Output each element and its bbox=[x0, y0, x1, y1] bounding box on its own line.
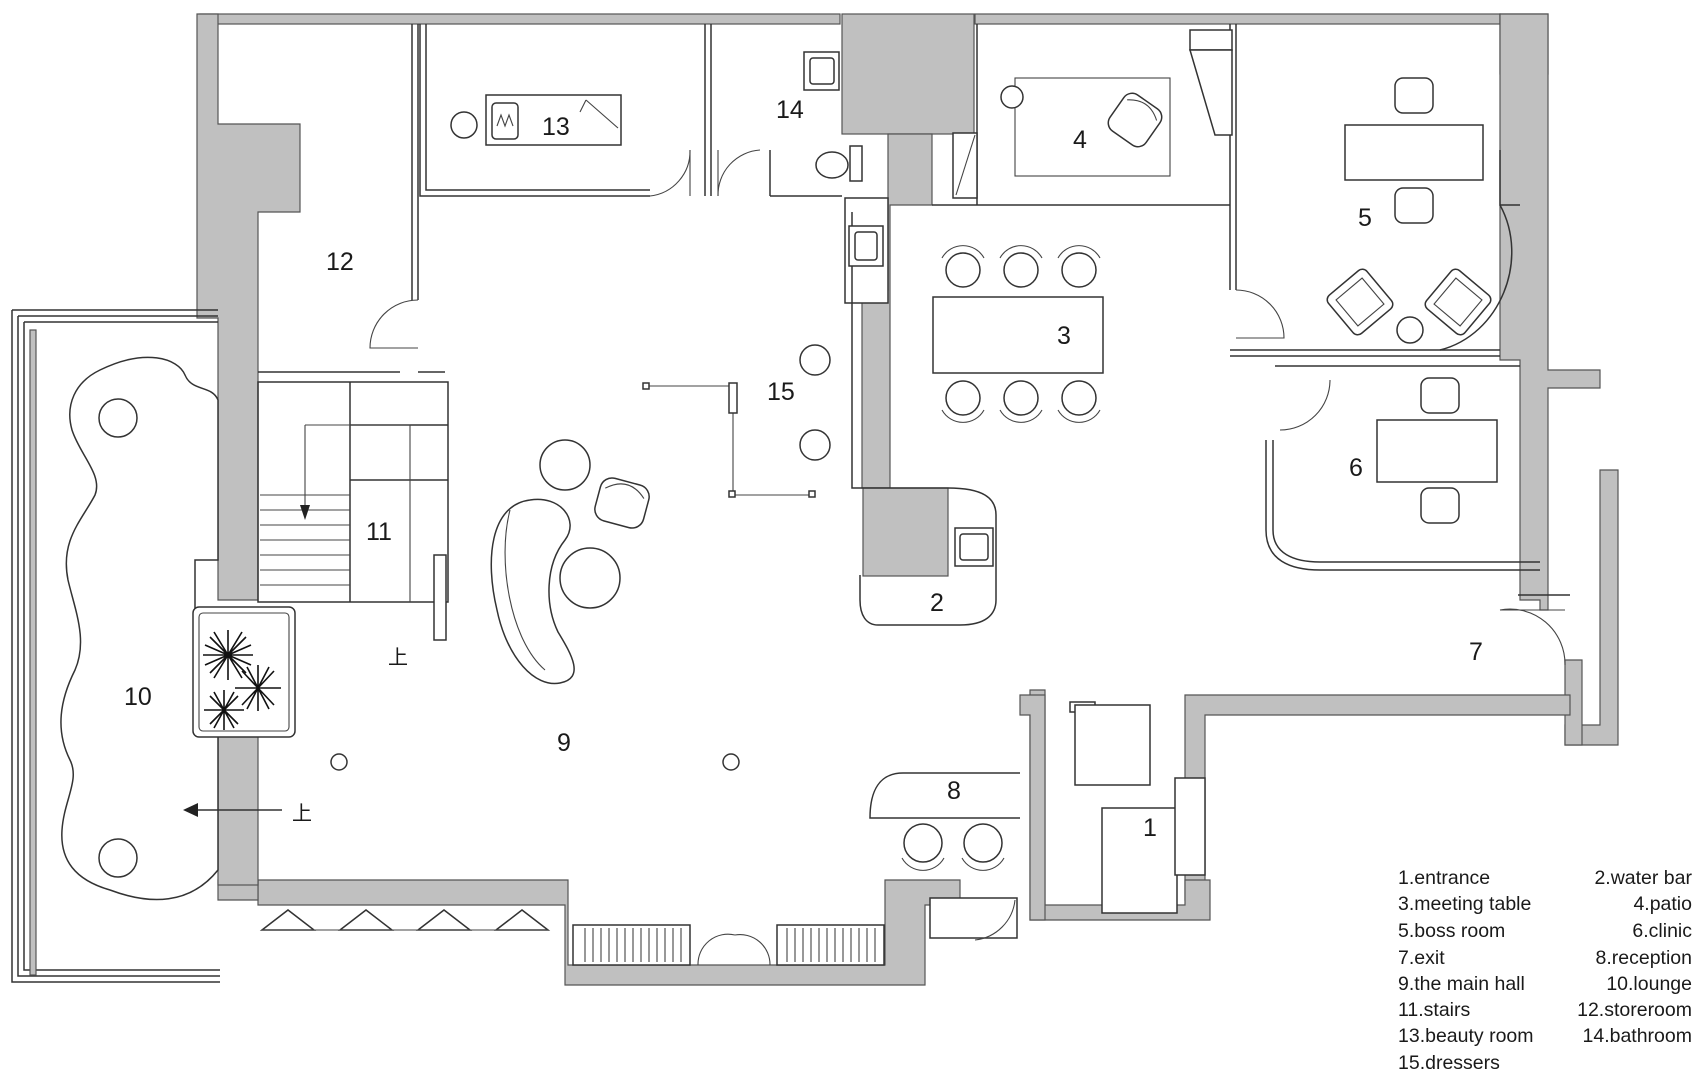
legend-item-4: 4.patio bbox=[1633, 893, 1692, 915]
room-number-15: 15 bbox=[767, 378, 795, 406]
room-number-7: 7 bbox=[1469, 638, 1483, 666]
room-number-13: 13 bbox=[542, 113, 570, 141]
furniture bbox=[60, 29, 1498, 966]
room-number-4: 4 bbox=[1073, 126, 1087, 154]
walls bbox=[11, 13, 1619, 986]
room-number-3: 3 bbox=[1057, 322, 1071, 350]
room-number-6: 6 bbox=[1349, 454, 1363, 482]
room-number-2: 2 bbox=[930, 589, 944, 617]
meeting-chairs-top bbox=[941, 245, 1101, 288]
room-number-12: 12 bbox=[326, 248, 354, 276]
meeting-chairs-bottom bbox=[941, 380, 1101, 423]
legend-item-8: 8.reception bbox=[1596, 947, 1692, 969]
plant-icon bbox=[203, 630, 281, 730]
room-number-1: 1 bbox=[1143, 814, 1157, 842]
legend-item-2: 2.water bar bbox=[1594, 867, 1692, 889]
doors bbox=[369, 149, 1566, 941]
room-number-8: 8 bbox=[947, 777, 961, 805]
legend-item-10: 10.lounge bbox=[1606, 973, 1692, 995]
legend-item-15: 15.dressers bbox=[1398, 1052, 1500, 1074]
partitions bbox=[257, 24, 1570, 939]
room-number-11: 11 bbox=[366, 518, 392, 546]
legend-item-9: 9.the main hall bbox=[1398, 973, 1525, 995]
legend-item-11: 11.stairs bbox=[1398, 999, 1470, 1021]
legend-item-5: 5.boss room bbox=[1398, 920, 1505, 942]
legend-item-14: 14.bathroom bbox=[1583, 1025, 1693, 1047]
legend-item-1: 1.entrance bbox=[1398, 867, 1490, 889]
room-number-9: 9 bbox=[557, 729, 571, 757]
room-labels: 1 2 3 4 5 6 7 8 9 10 11 12 13 14 15 上 上 bbox=[124, 96, 1483, 842]
room-number-14: 14 bbox=[776, 96, 804, 124]
lounge-up-label: 上 bbox=[292, 801, 312, 825]
legend-item-7: 7.exit bbox=[1398, 947, 1445, 969]
legend-item-13: 13.beauty room bbox=[1398, 1025, 1534, 1047]
room-number-10: 10 bbox=[124, 683, 152, 711]
legend: 1.entrance 2.water bar 3.meeting table 4… bbox=[1398, 867, 1692, 1074]
room-number-5: 5 bbox=[1358, 204, 1372, 232]
legend-item-6: 6.clinic bbox=[1632, 920, 1692, 942]
stairs-up-label: 上 bbox=[388, 645, 408, 669]
legend-item-12: 12.storeroom bbox=[1577, 999, 1692, 1021]
legend-item-3: 3.meeting table bbox=[1398, 893, 1531, 915]
